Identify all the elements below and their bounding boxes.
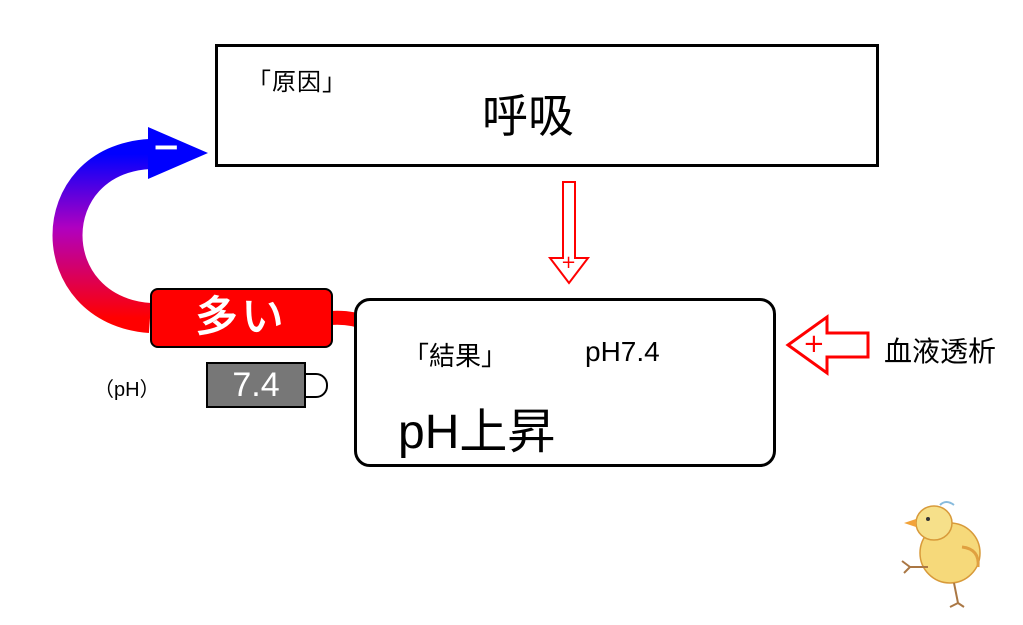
ph-readout: pH7.4 xyxy=(585,336,660,367)
cause-result-plus-sign: + xyxy=(561,252,577,273)
feedback-arrow-icon xyxy=(52,127,208,333)
plus-arrow-icon xyxy=(547,181,591,285)
result-title-ph: pH xyxy=(398,406,460,459)
dialysis-arrow-icon xyxy=(785,314,870,376)
minus-sign: − xyxy=(152,127,181,167)
result-box xyxy=(354,298,776,467)
cause-title: 呼吸 xyxy=(482,89,574,143)
ph-meter-cap xyxy=(304,373,328,398)
result-label: 「結果」 xyxy=(403,342,508,372)
dialysis-label: 血液透析 xyxy=(884,335,997,368)
dialysis-plus-sign: + xyxy=(803,329,825,359)
chick-icon xyxy=(901,501,981,608)
result-title: pH上昇 xyxy=(398,392,555,462)
ph-meter: 7.4 xyxy=(206,362,306,408)
ph-label: （pH） xyxy=(94,379,160,401)
cause-label: 「原因」 xyxy=(247,68,347,96)
result-title-rest: 上昇 xyxy=(459,404,556,460)
cause-box xyxy=(215,44,879,167)
many-badge: 多い xyxy=(150,288,333,348)
